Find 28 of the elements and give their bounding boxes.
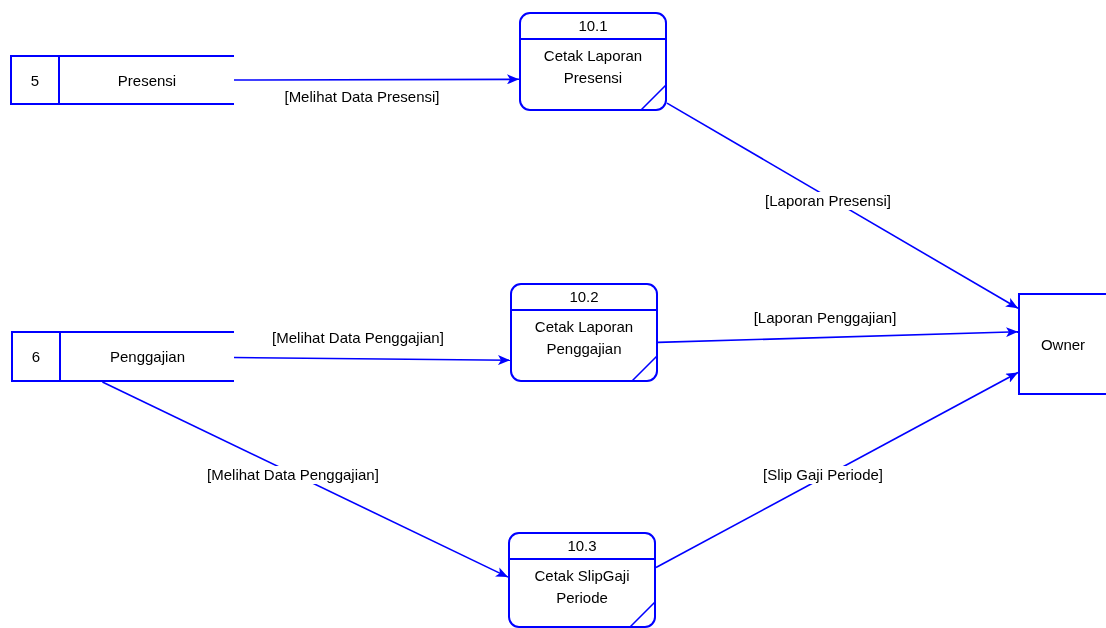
data-store: [11, 331, 234, 382]
process-number: 10.2: [512, 285, 656, 311]
process-label: Cetak SlipGaji Periode: [533, 566, 631, 608]
external-entity-box: [1018, 293, 1106, 395]
data-flow-arrow: [101, 381, 509, 578]
store-number: 5: [12, 57, 60, 103]
edge-label: [Laporan Presensi]: [763, 192, 893, 210]
process-box: [510, 283, 658, 382]
edge-label: [Melihat Data Penggajian]: [270, 329, 446, 347]
process-number: 10.3: [510, 534, 654, 560]
data-flow-arrow: [666, 102, 1019, 310]
data-flow-arrow: [657, 327, 1019, 344]
data-flow-arrow: [655, 371, 1019, 569]
process-box: [519, 12, 667, 111]
store-name: Penggajian: [108, 348, 187, 365]
data-flow-arrow: [233, 74, 520, 85]
process-number: 10.1: [521, 14, 665, 40]
store-number: 6: [13, 333, 61, 380]
process-label: Cetak Laporan Penggajian: [533, 317, 635, 359]
process-label: Cetak Laporan Presensi: [542, 46, 644, 88]
entity-label: Owner: [1040, 335, 1086, 353]
data-store: [10, 55, 234, 105]
edge-label: [Laporan Penggajian]: [751, 309, 899, 327]
store-name: Presensi: [116, 71, 178, 89]
data-flow-arrow: [233, 355, 511, 366]
edge-label: [Melihat Data Penggajian]: [205, 466, 381, 484]
edge-label: [Melihat Data Presensi]: [282, 88, 442, 106]
process-box: [508, 532, 656, 628]
